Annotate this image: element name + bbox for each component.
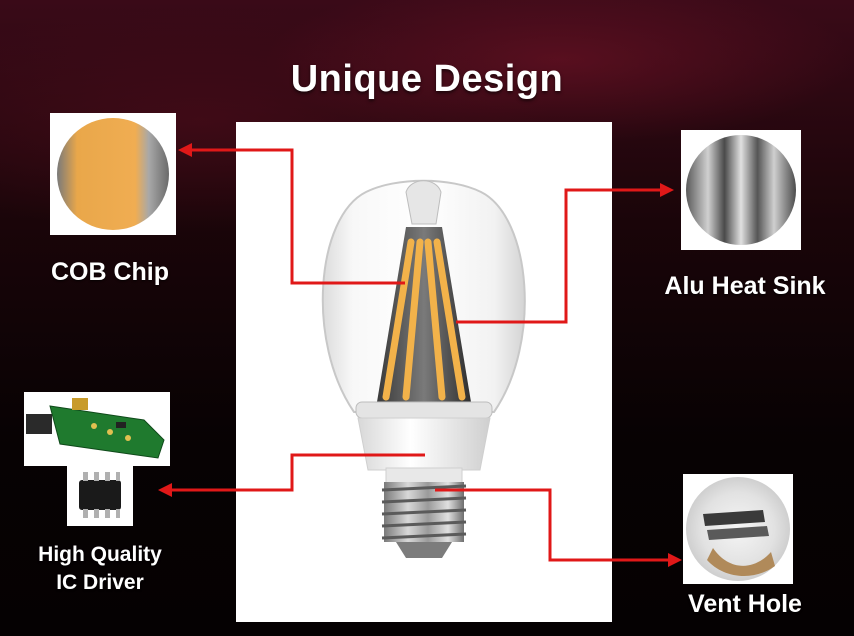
vent-hole-arrowhead (668, 553, 682, 567)
led-bulb-illustration (321, 179, 526, 558)
heat-sink-arrowhead (660, 183, 674, 197)
cob-chip-arrow (190, 148, 405, 285)
ic-driver-label-line2: IC Driver (56, 571, 144, 594)
vent-hole-arrow (435, 488, 668, 562)
alu-heat-sink-thumbnail (681, 130, 801, 250)
alu-heat-sink-label: Alu Heat Sink (664, 272, 826, 300)
page-title: Unique Design (290, 58, 564, 100)
vent-hole-label: Vent Hole (688, 590, 802, 618)
vent-hole-thumbnail (683, 474, 793, 584)
heat-sink-arrow (456, 188, 660, 324)
ic-driver-arrowhead (158, 483, 172, 497)
ic-driver-label-line1: High Quality (38, 543, 162, 566)
cob-chip-thumbnail (50, 113, 176, 235)
ic-driver-board-thumbnail (24, 392, 170, 466)
ic-driver-arrow (170, 453, 425, 492)
cob-chip-arrowhead (178, 143, 192, 157)
ic-chip-thumbnail (67, 466, 133, 526)
cob-chip-label: COB Chip (50, 258, 170, 286)
